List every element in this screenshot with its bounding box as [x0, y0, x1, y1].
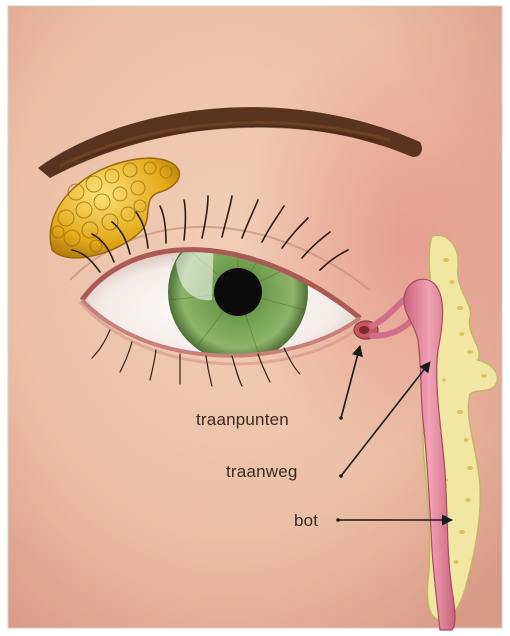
label-bot: bot	[294, 511, 318, 531]
label-traanpunten: traanpunten	[196, 410, 289, 430]
pupil	[214, 268, 262, 316]
label-traanweg: traanweg	[226, 462, 298, 482]
